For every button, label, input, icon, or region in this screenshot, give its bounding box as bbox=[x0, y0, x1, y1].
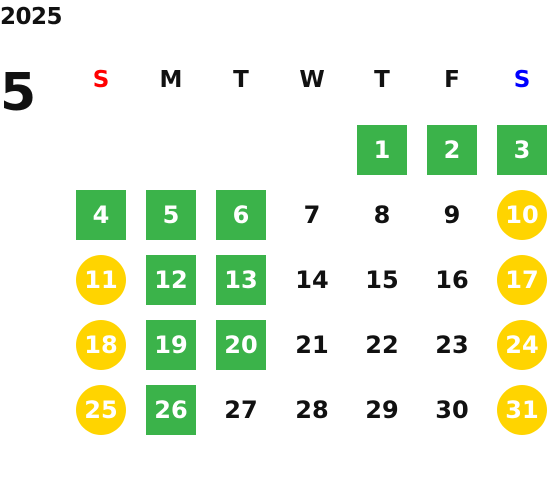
day-cell: 7 bbox=[303, 201, 321, 229]
day-cell: 22 bbox=[365, 331, 399, 359]
day-cell: 16 bbox=[435, 266, 469, 294]
day-cell: 30 bbox=[435, 396, 469, 424]
weekday-header: T bbox=[233, 67, 249, 93]
day-cell: 3 bbox=[497, 125, 547, 175]
day-cell: 19 bbox=[146, 320, 196, 370]
weekday-header: W bbox=[299, 67, 325, 93]
day-cell: 20 bbox=[216, 320, 266, 370]
day-cell: 11 bbox=[76, 255, 126, 305]
day-cell: 9 bbox=[443, 201, 461, 229]
day-cell: 13 bbox=[216, 255, 266, 305]
day-cell: 15 bbox=[365, 266, 399, 294]
day-cell: 10 bbox=[497, 190, 547, 240]
day-cell: 12 bbox=[146, 255, 196, 305]
day-cell: 25 bbox=[76, 385, 126, 435]
weekday-header: S bbox=[92, 67, 110, 93]
day-cell: 1 bbox=[357, 125, 407, 175]
day-cell: 8 bbox=[373, 201, 391, 229]
day-cell: 18 bbox=[76, 320, 126, 370]
month-number: 5 bbox=[0, 63, 37, 123]
day-cell: 24 bbox=[497, 320, 547, 370]
day-cell: 21 bbox=[295, 331, 329, 359]
day-cell: 28 bbox=[295, 396, 329, 424]
day-cell: 17 bbox=[497, 255, 547, 305]
weekday-header: S bbox=[513, 67, 531, 93]
day-cell: 26 bbox=[146, 385, 196, 435]
day-cell: 27 bbox=[224, 396, 258, 424]
day-cell: 31 bbox=[497, 385, 547, 435]
day-cell: 2 bbox=[427, 125, 477, 175]
weekday-header: T bbox=[374, 67, 390, 93]
weekday-header: M bbox=[159, 67, 183, 93]
day-cell: 23 bbox=[435, 331, 469, 359]
day-cell: 5 bbox=[146, 190, 196, 240]
weekday-header: F bbox=[444, 67, 460, 93]
day-cell: 4 bbox=[76, 190, 126, 240]
year-label: 2025 bbox=[0, 4, 63, 30]
day-cell: 14 bbox=[295, 266, 329, 294]
day-cell: 29 bbox=[365, 396, 399, 424]
day-cell: 6 bbox=[216, 190, 266, 240]
